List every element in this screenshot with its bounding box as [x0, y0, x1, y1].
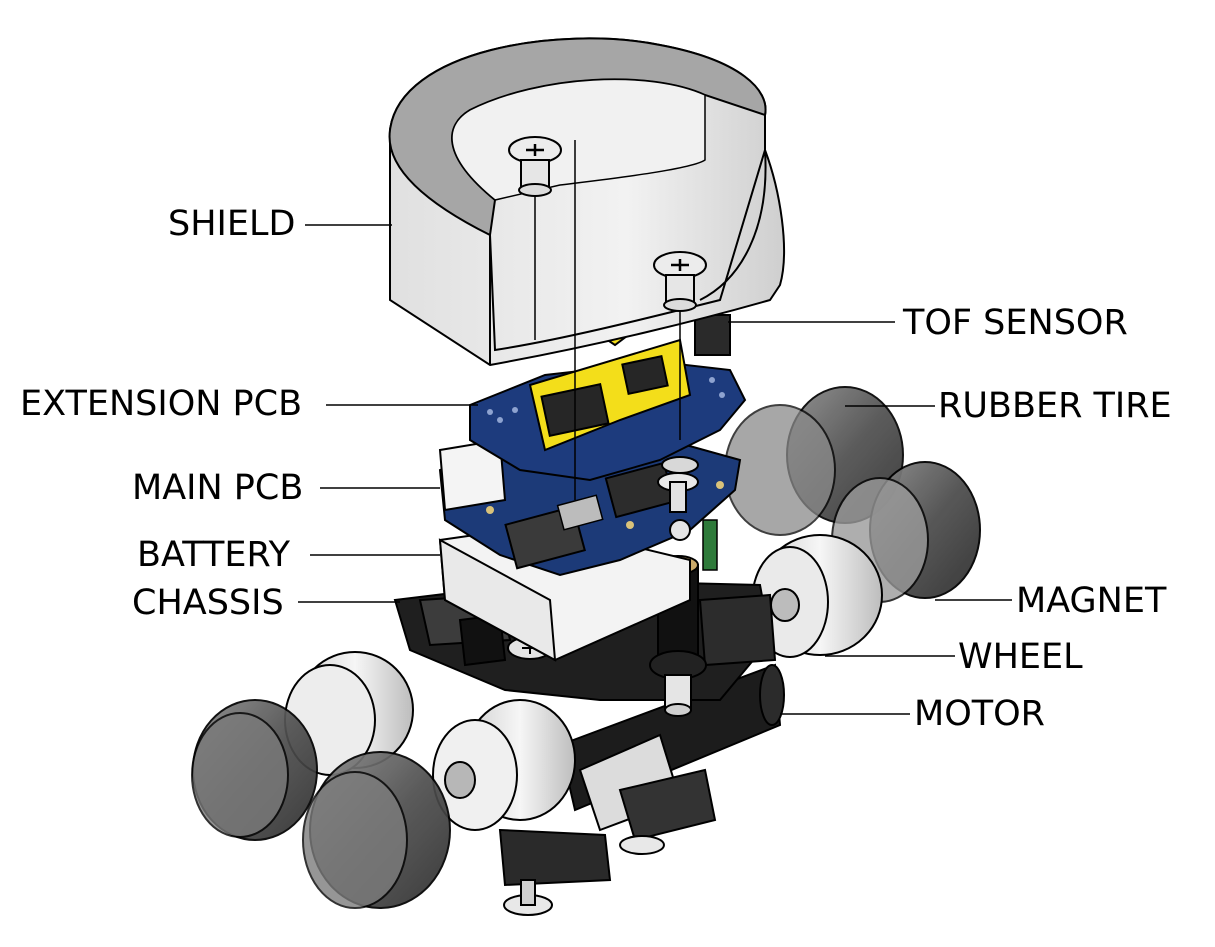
- leader-lines: [298, 224, 1012, 715]
- shield-screw-rear: [508, 136, 562, 340]
- green-connector: [702, 519, 718, 571]
- standoff-screw-front: [657, 456, 699, 513]
- label-wheel: WHEEL: [958, 637, 1083, 677]
- wheel-assembly-front-center: [302, 699, 576, 909]
- wheel-assembly-front-left: [191, 651, 414, 841]
- rubber-tire-rear-right: [724, 386, 981, 603]
- label-main-pcb: MAIN PCB: [132, 468, 304, 508]
- label-motor: MOTOR: [914, 694, 1045, 734]
- motor-assembly: [498, 663, 785, 916]
- label-tof-sensor: TOF SENSOR: [903, 303, 1128, 343]
- label-shield: SHIELD: [168, 204, 296, 244]
- label-magnet: MAGNET: [1016, 581, 1167, 621]
- label-extension-pcb: EXTENSION PCB: [20, 384, 303, 424]
- label-chassis: CHASSIS: [132, 583, 284, 623]
- label-rubber-tire: RUBBER TIRE: [938, 386, 1172, 426]
- shield-screw-front: [653, 251, 707, 440]
- label-battery: BATTERY: [137, 535, 290, 575]
